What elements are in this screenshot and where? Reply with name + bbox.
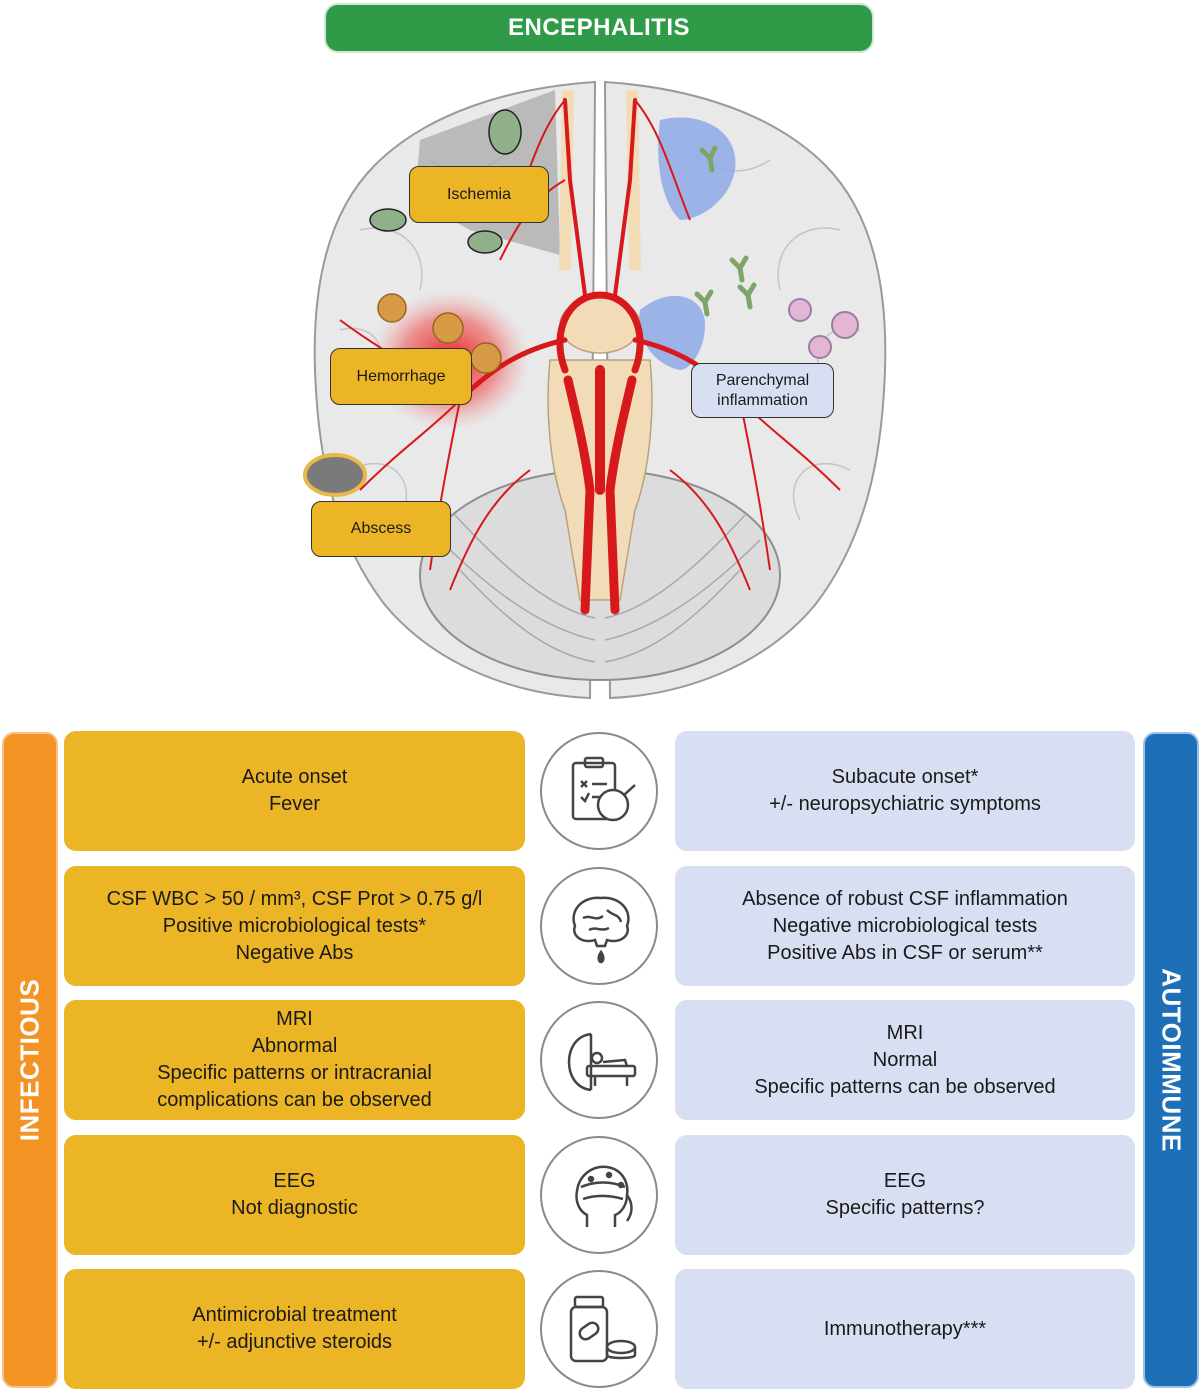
box-line: Acute onset (241, 766, 348, 788)
autoimmune-sidebar: AUTOIMMUNE (1143, 732, 1199, 1388)
medication-icon (540, 1270, 658, 1388)
mri-scanner-icon (540, 1001, 658, 1119)
box-line: EEG (883, 1170, 927, 1192)
autoimmune-label: AUTOIMMUNE (1156, 968, 1187, 1152)
ischemia-label: Ischemia (409, 166, 549, 223)
box-line: Fever (268, 793, 321, 815)
box-line: Positive microbiological tests* (162, 914, 427, 937)
box-line: Normal (872, 1048, 938, 1071)
box-line: Abnormal (251, 1035, 338, 1057)
box-line: Absence of robust CSF inflammation (742, 887, 1068, 910)
box-line: MRI (276, 1008, 313, 1030)
infectious-mri-box: MRI Abnormal Specific patterns or intrac… (64, 1000, 525, 1120)
box-line: MRI (886, 1021, 924, 1044)
title-banner: ENCEPHALITIS (324, 3, 874, 53)
box-line: CSF WBC > 50 / mm³, CSF Prot > 0.75 g/l (106, 887, 483, 910)
box-line: Specific patterns can be observed (754, 1075, 1056, 1098)
box-line: complications can be observed (157, 1089, 432, 1111)
infectious-eeg-box: EEG Not diagnostic (64, 1135, 525, 1255)
infectious-sidebar: INFECTIOUS (2, 732, 58, 1388)
autoimmune-onset-box: Subacute onset* +/- neuropsychiatric sym… (675, 731, 1135, 851)
box-line: Negative Abs (235, 941, 354, 964)
infectious-treatment-box: Antimicrobial treatment +/- adjunctive s… (64, 1269, 525, 1389)
box-line: Negative microbiological tests (772, 914, 1038, 937)
autoimmune-mri-box: MRI Normal Specific patterns can be obse… (675, 1000, 1135, 1120)
box-line: Specific patterns or intracranial (157, 1062, 432, 1084)
infectious-onset-box: Acute onset Fever (64, 731, 525, 851)
hemorrhage-label: Hemorrhage (330, 348, 472, 405)
brain-csf-drop-icon (540, 867, 658, 985)
box-line: Positive Abs in CSF or serum** (767, 941, 1043, 964)
parenchymal-line-1: Parenchymal (715, 371, 810, 389)
abscess-label: Abscess (311, 501, 451, 557)
box-line: Subacute onset* (831, 766, 979, 788)
autoimmune-csf-box: Absence of robust CSF inflammation Negat… (675, 866, 1135, 986)
autoimmune-treatment-box: Immunotherapy*** (675, 1269, 1135, 1389)
parenchymal-line-2: inflammation (717, 391, 808, 409)
infectious-label: INFECTIOUS (14, 978, 45, 1142)
clinical-checklist-icon (540, 732, 658, 850)
box-line: Not diagnostic (231, 1197, 358, 1219)
box-line: EEG (273, 1170, 316, 1192)
autoimmune-eeg-box: EEG Specific patterns? (675, 1135, 1135, 1255)
box-line: Immunotherapy*** (823, 1317, 987, 1340)
infectious-csf-box: CSF WBC > 50 / mm³, CSF Prot > 0.75 g/l … (64, 866, 525, 986)
box-line: +/- adjunctive steroids (196, 1331, 393, 1353)
parenchymal-inflammation-label: Parenchymal inflammation (691, 363, 834, 418)
box-line: Antimicrobial treatment (192, 1304, 397, 1326)
box-line: Specific patterns? (825, 1197, 985, 1219)
eeg-head-icon (540, 1136, 658, 1254)
box-line: +/- neuropsychiatric symptoms (769, 793, 1041, 815)
